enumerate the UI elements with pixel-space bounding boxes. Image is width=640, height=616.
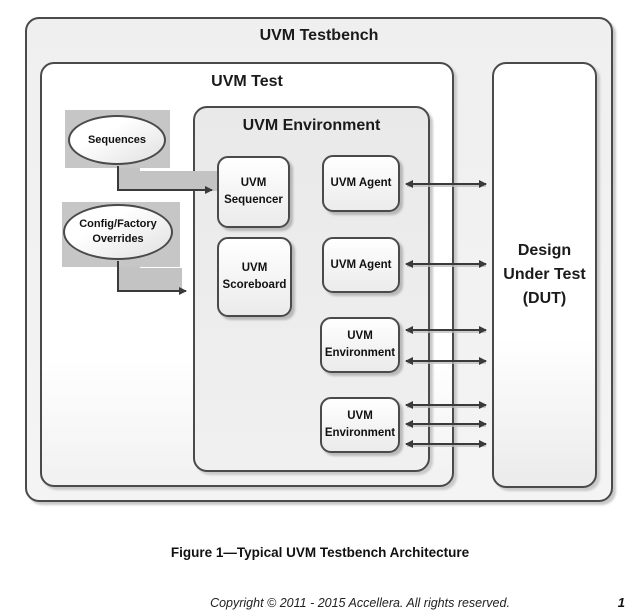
config-overrides-ellipse: Config/Factory Overrides — [63, 204, 173, 260]
uvm-environment-top-block: UVM Environment — [320, 317, 400, 373]
uvm-scoreboard-block: UVM Scoreboard — [217, 237, 292, 317]
dut-label-line3: (DUT) — [522, 290, 567, 307]
page-number: 1 — [617, 595, 625, 610]
config-overrides-label-line1: Config/Factory — [79, 218, 157, 230]
config-overrides-label-line2: Overrides — [92, 233, 144, 245]
uvm-environment-bottom-label-line2: Environment — [324, 427, 396, 439]
uvm-environment-top-label-line2: Environment — [324, 347, 396, 359]
sequences-label: Sequences — [87, 133, 147, 146]
uvm-testbench-title: UVM Testbench — [259, 27, 379, 44]
figure-caption: Figure 1—Typical UVM Testbench Architect… — [170, 545, 470, 560]
uvm-sequencer-block: UVM Sequencer — [217, 156, 290, 228]
dut-label-line1: Design — [517, 242, 572, 259]
uvm-test-title: UVM Test — [211, 73, 283, 90]
uvm-scoreboard-label-line2: Scoreboard — [222, 279, 287, 291]
uvm-scoreboard-label-line1: UVM — [241, 262, 268, 274]
uvm-agent-top-block: UVM Agent — [322, 155, 400, 212]
design-under-test-box: Design Under Test (DUT) — [492, 62, 597, 488]
uvm-agent-top-label: UVM Agent — [330, 177, 392, 189]
sequences-ellipse: Sequences — [68, 115, 166, 165]
uvm-sequencer-label-line2: Sequencer — [224, 194, 283, 206]
copyright-notice: Copyright © 2011 - 2015 Accellera. All r… — [210, 596, 510, 610]
uvm-environment-title: UVM Environment — [242, 117, 381, 134]
uvm-agent-middle-label: UVM Agent — [330, 258, 392, 271]
uvm-environment-bottom-block: UVM Environment — [320, 397, 400, 453]
uvm-environment-top-label-line1: UVM — [347, 330, 373, 342]
dut-label-line2: Under Test — [503, 266, 586, 283]
uvm-environment-bottom-label-line1: UVM — [347, 410, 373, 422]
uvm-sequencer-label-line1: UVM — [240, 177, 267, 189]
uvm-agent-middle-block: UVM Agent — [322, 237, 400, 293]
